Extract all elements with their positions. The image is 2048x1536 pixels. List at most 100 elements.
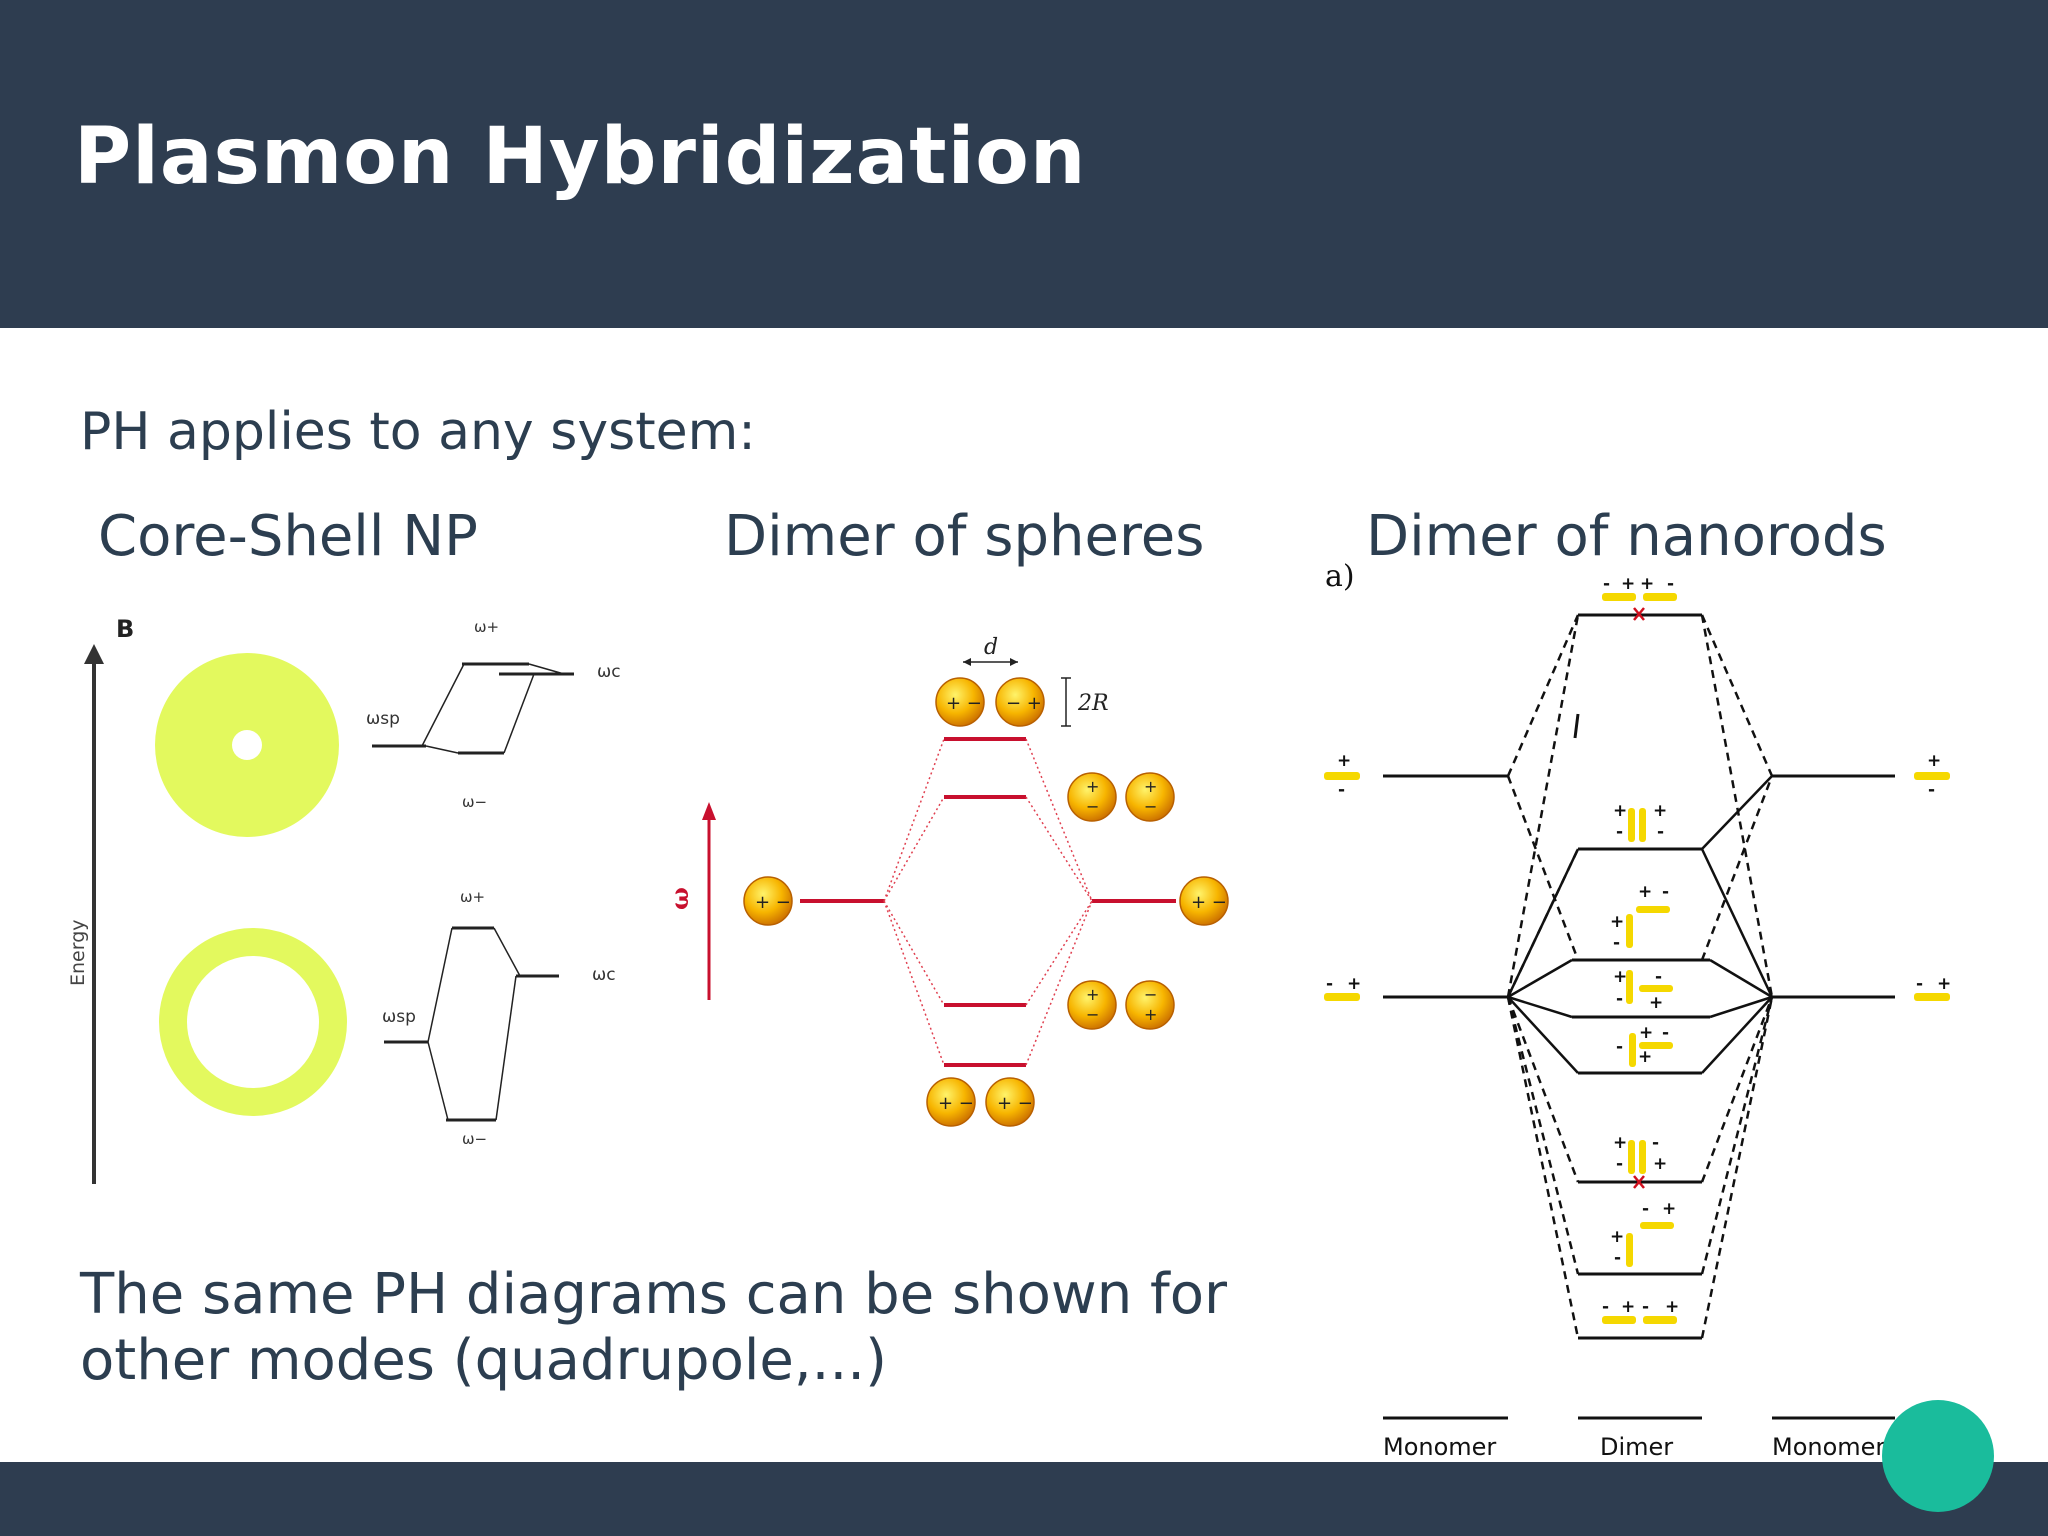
svg-text:+: + <box>1638 882 1652 902</box>
sphere-dimer-diagram: ω + − + − + − − + + − + − <box>665 635 1229 1127</box>
svg-text:+: + <box>1621 1297 1635 1317</box>
svg-text:+ −: + − <box>946 693 982 714</box>
svg-text:-: - <box>1642 1199 1649 1219</box>
omega-arrow-icon <box>702 802 716 820</box>
omega-minus-label-bottom: ω− <box>462 1130 487 1148</box>
nanorod-dimer-heading: Dimer of nanorods <box>1366 504 1887 569</box>
panel-letter-a: a) <box>1325 559 1355 594</box>
nanorod-energy-levels <box>1383 613 1895 1420</box>
omega-c-label: ωc <box>597 662 621 682</box>
svg-text:+: + <box>1639 1023 1653 1043</box>
svg-text:+: + <box>1653 801 1667 821</box>
svg-text:+: + <box>1638 1047 1652 1067</box>
core-shell-energy-levels-bottom <box>384 926 559 1122</box>
sphere-pair-bottom: + − + − <box>926 1077 1035 1127</box>
svg-text:+: + <box>1347 974 1361 994</box>
svg-text:-: - <box>1616 1037 1623 1057</box>
svg-text:-: - <box>1655 967 1662 987</box>
accent-circle <box>1882 1400 1994 1512</box>
svg-text:-: - <box>1642 1297 1649 1317</box>
nanorod-charges: +- +- -+ -+ -++- +-+- +-+- +--+ -+-+ +--… <box>1326 574 1951 1317</box>
svg-text:−: − <box>1144 985 1157 1004</box>
svg-text:+ −: + − <box>938 1093 974 1114</box>
core-shell-diagram: B Energy ω+ ωc ωsp ω− ω+ ωc ωsp ω− <box>67 615 621 1184</box>
svg-text:-: - <box>1657 822 1664 842</box>
gap-arrow-left-icon <box>963 658 971 666</box>
sphere-monomer-left: + − <box>743 876 793 926</box>
sphere-pair-lower-right: + − − + <box>1067 980 1175 1030</box>
omega-minus-label: ω− <box>462 793 487 811</box>
svg-text:+: + <box>1610 912 1624 932</box>
nanorod-dashed-connectors <box>1506 614 1774 1339</box>
energy-axis-label: Energy <box>67 919 89 986</box>
monomer-label-left: Monomer <box>1383 1433 1496 1461</box>
sphere-monomer-right: + − <box>1179 876 1229 926</box>
small-core <box>232 730 262 760</box>
svg-text:−: − <box>1086 797 1099 816</box>
svg-text:-: - <box>1613 933 1620 953</box>
svg-text:+: + <box>1927 751 1941 771</box>
sphere-pair-top: + − − + <box>935 677 1045 727</box>
svg-text:-: - <box>1667 574 1674 594</box>
svg-text:+: + <box>1086 777 1099 796</box>
svg-text:-: - <box>1616 1154 1623 1174</box>
svg-text:+: + <box>1662 1199 1676 1219</box>
nanorod-solid-connectors <box>1506 775 1774 1074</box>
svg-text:-: - <box>1652 1133 1659 1153</box>
monomer-label-right: Monomer <box>1772 1433 1885 1461</box>
core-shell-heading: Core-Shell NP <box>98 504 478 569</box>
svg-text:-: - <box>1662 882 1669 902</box>
footer-bar <box>0 1462 2048 1536</box>
gap-arrow-right-icon <box>1010 658 1018 666</box>
svg-text:− +: − + <box>1006 693 1042 714</box>
svg-text:−: − <box>1086 1005 1099 1024</box>
sphere-hybrid-levels <box>800 737 1176 1067</box>
closing-note-line-1: The same PH diagrams can be shown for <box>80 1262 1227 1327</box>
nanorod-particles <box>1324 593 1950 1324</box>
core-shell-energy-levels-top <box>372 662 574 755</box>
svg-text:-: - <box>1326 974 1333 994</box>
omega-label: ω <box>665 887 694 910</box>
omega-sp-label: ωsp <box>366 709 400 729</box>
svg-text:+: + <box>1144 777 1157 796</box>
gap-label: d <box>984 635 998 660</box>
svg-text:-: - <box>1916 974 1923 994</box>
svg-text:+: + <box>1665 1297 1679 1317</box>
svg-text:+: + <box>1621 574 1635 594</box>
thin-shell-ring <box>159 928 347 1116</box>
svg-text:-: - <box>1602 1297 1609 1317</box>
svg-text:+: + <box>1937 974 1951 994</box>
svg-text:+: + <box>1613 801 1627 821</box>
svg-text:+: + <box>1640 574 1654 594</box>
svg-text:+ −: + − <box>755 892 791 913</box>
svg-text:+: + <box>1649 993 1663 1013</box>
svg-text:-: - <box>1662 1023 1669 1043</box>
title-bar: Plasmon Hybridization <box>0 0 2048 328</box>
svg-text:-: - <box>1616 989 1623 1009</box>
svg-text:-: - <box>1616 822 1623 842</box>
svg-text:+: + <box>1610 1227 1624 1247</box>
svg-text:-: - <box>1603 574 1610 594</box>
svg-text:+: + <box>1086 985 1099 1004</box>
nanorod-dimer-diagram: a) <box>1324 559 1951 1461</box>
omega-sp-label-bottom: ωsp <box>382 1007 416 1027</box>
intro-text: PH applies to any system: <box>80 402 756 462</box>
svg-text:+ −: + − <box>1191 892 1227 913</box>
omega-plus-label-bottom: ω+ <box>460 888 485 906</box>
svg-text:+ −: + − <box>997 1093 1033 1114</box>
svg-text:-: - <box>1928 780 1935 800</box>
closing-note: The same PH diagrams can be shown for ot… <box>80 1262 1227 1394</box>
svg-text:−: − <box>1144 797 1157 816</box>
sphere-dimer-heading: Dimer of spheres <box>724 504 1205 569</box>
radius-label: 2R <box>1077 691 1109 716</box>
svg-text:+: + <box>1613 1133 1627 1153</box>
slide-title: Plasmon Hybridization <box>74 112 1087 202</box>
omega-c-label-bottom: ωc <box>592 965 616 985</box>
sphere-hybrid-connectors <box>883 738 1093 1066</box>
closing-note-line-2: other modes (quadrupole,...) <box>80 1328 887 1393</box>
svg-text:+: + <box>1144 1005 1157 1024</box>
sphere-pair-upper-right: + − + − <box>1067 772 1175 822</box>
svg-text:-: - <box>1338 780 1345 800</box>
panel-letter-b: B <box>116 615 134 643</box>
svg-text:-: - <box>1614 1248 1621 1268</box>
